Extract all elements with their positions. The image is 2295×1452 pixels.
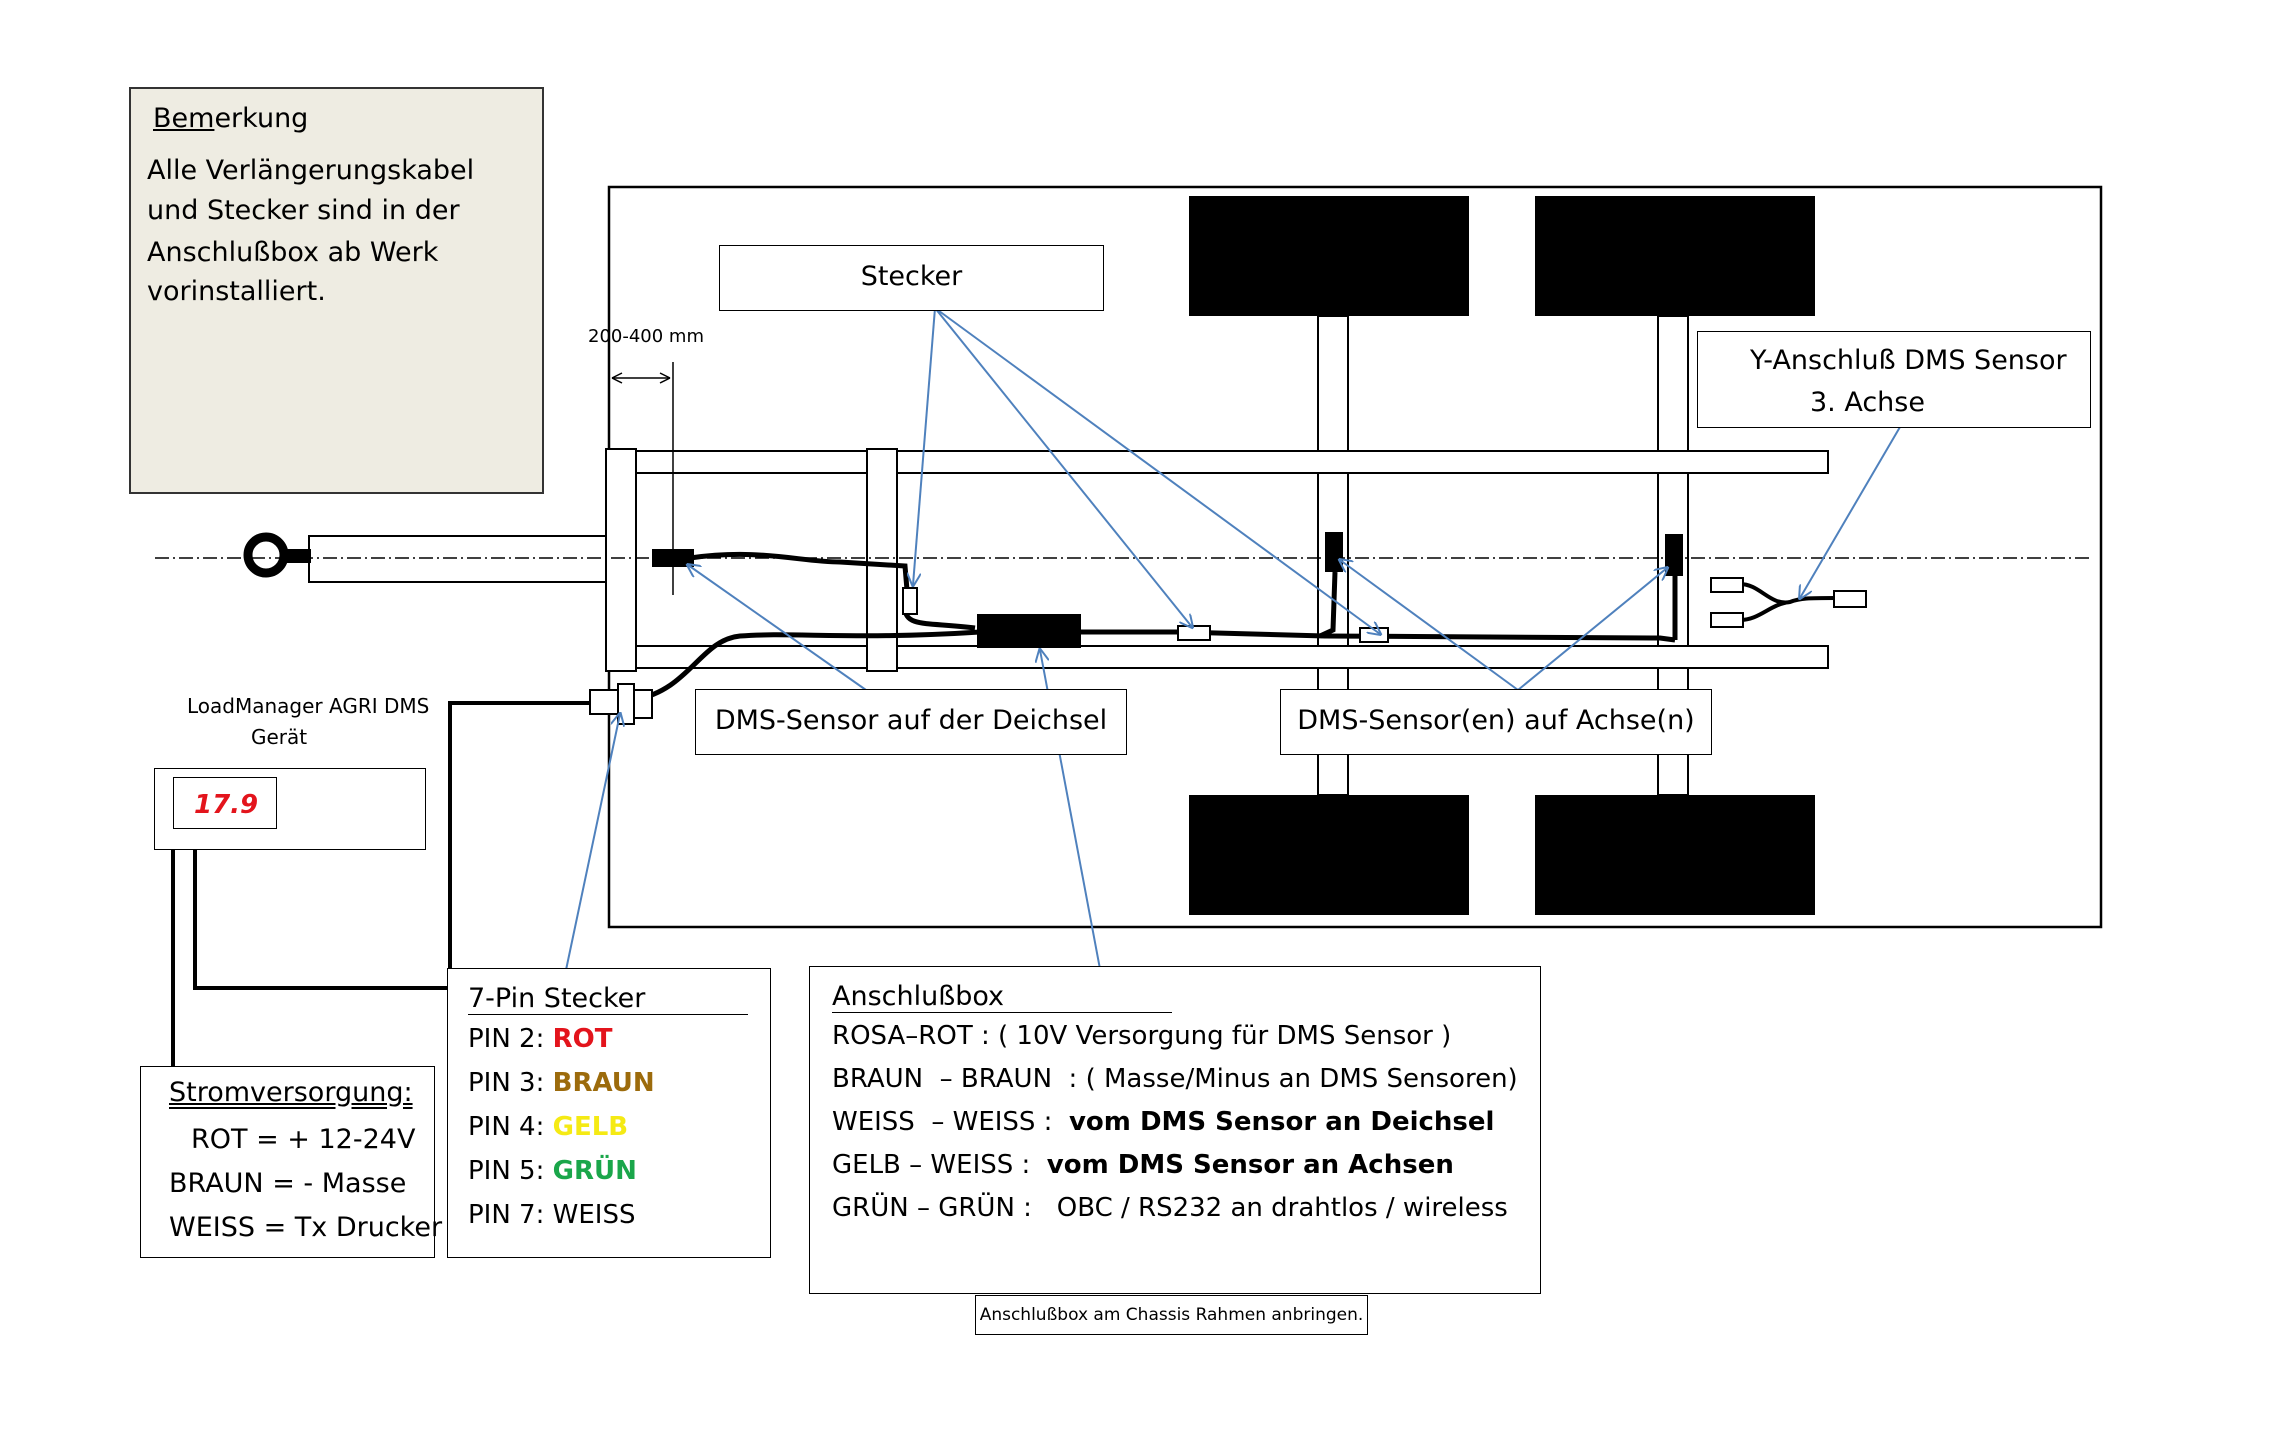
pin-row: PIN 5: GRÜN (468, 1156, 637, 1186)
pin-label: PIN 3: (468, 1068, 553, 1098)
pins-title-underline (468, 1014, 748, 1015)
pin-row: PIN 3: BRAUN (468, 1068, 655, 1098)
sensor-axle-rear (1665, 534, 1683, 576)
wire-pair: GELB – WEISS : (832, 1150, 1047, 1180)
pin-color-name: WEISS (552, 1200, 636, 1230)
anschlussbox-title: Anschlußbox (832, 981, 1005, 1012)
power-line-3: WEISS = Tx Drucker (169, 1212, 443, 1243)
dms-deichsel-label: DMS-Sensor auf der Deichsel (714, 705, 1108, 736)
dms-achsen-label: DMS-Sensor(en) auf Achse(n) (1297, 705, 1695, 736)
remark-line-4: vorinstalliert. (147, 276, 326, 307)
device-title-line-2: Gerät (251, 725, 308, 749)
sensor-axle-front (1325, 532, 1343, 572)
remark-line-2: und Stecker sind in der (147, 195, 460, 226)
wire-pair: ROSA–ROT : (832, 1021, 999, 1051)
pins-title: 7-Pin Stecker (468, 983, 646, 1014)
stecker-callout: Stecker (719, 245, 1104, 311)
pin-row: PIN 4: GELB (468, 1112, 628, 1142)
anschlussbox-row: WEISS – WEISS : vom DMS Sensor an Deichs… (832, 1107, 1494, 1137)
junction-box (977, 614, 1081, 648)
wire-description: ( Masse/Minus an DMS Sensoren) (1085, 1064, 1518, 1094)
y-anschluss-line-1: Y-Anschluß DMS Sensor (1750, 345, 2067, 376)
front-crossmember (605, 448, 637, 672)
display-value: 17.9 (194, 790, 259, 820)
anschlussbox-box: Anschlußbox ROSA–ROT : ( 10V Versorgung … (809, 966, 1541, 1294)
pin-color-name: BRAUN (552, 1068, 655, 1098)
wire-description: ( 10V Versorgung für DMS Sensor ) (998, 1021, 1452, 1051)
anschlussbox-row: GELB – WEISS : vom DMS Sensor an Achsen (832, 1150, 1454, 1180)
remark-line-1: Alle Verlängerungskabel (147, 155, 475, 186)
wire-description: vom DMS Sensor an Deichsel (1068, 1107, 1495, 1137)
y-connector-out (1833, 590, 1867, 608)
wheel-front-top (1189, 196, 1469, 316)
y-anschluss-callout: Y-Anschluß DMS Sensor 3. Achse (1697, 331, 2091, 428)
wheel-front-bottom (1189, 795, 1469, 915)
wheel-rear-bottom (1535, 795, 1815, 915)
pin-label: PIN 7: (468, 1200, 553, 1230)
stecker-label: Stecker (860, 261, 963, 292)
anschlussbox-note-box: Anschlußbox am Chassis Rahmen anbringen. (975, 1295, 1368, 1335)
wire-pair: BRAUN – BRAUN : (832, 1064, 1086, 1094)
wheel-rear-top (1535, 196, 1815, 316)
y-connector-bottom (1710, 612, 1744, 628)
power-supply-box: Stromversorgung: ROT = + 12-24V BRAUN = … (140, 1066, 442, 1258)
anschlussbox-row: BRAUN – BRAUN : ( Masse/Minus an DMS Sen… (832, 1064, 1518, 1094)
anschlussbox-row: ROSA–ROT : ( 10V Versorgung für DMS Sens… (832, 1021, 1451, 1051)
dms-deichsel-callout: DMS-Sensor auf der Deichsel (695, 689, 1127, 755)
dms-achsen-callout: DMS-Sensor(en) auf Achse(n) (1280, 689, 1712, 755)
wire-pair: WEISS – WEISS : (832, 1107, 1069, 1137)
pin-color-name: ROT (552, 1024, 613, 1054)
anschlussbox-title-underline (832, 1012, 1172, 1013)
remark-line-3: Anschlußbox ab Werk (147, 237, 439, 268)
cable-deichsel (689, 551, 910, 591)
anschlussbox-note: Anschlußbox am Chassis Rahmen anbringen. (979, 1305, 1364, 1325)
pin-label: PIN 4: (468, 1112, 553, 1142)
pin-row: PIN 7: WEISS (468, 1200, 635, 1230)
sensor-deichsel (652, 549, 694, 567)
dimension-label: 200-400 mm (588, 326, 704, 347)
pin-label: PIN 2: (468, 1024, 553, 1054)
loadmanager-device: 17.9 (154, 768, 426, 850)
pin-color-name: GELB (552, 1112, 629, 1142)
wire-device-plug (448, 701, 590, 972)
pin-label: PIN 5: (468, 1156, 553, 1186)
y-anschluss-line-2: 3. Achse (1810, 387, 1925, 418)
power-title: Stromversorgung: (169, 1077, 413, 1108)
wire-device-pins (193, 850, 450, 990)
device-display: 17.9 (173, 777, 277, 829)
pin-color-name: GRÜN (552, 1156, 637, 1186)
power-line-1: ROT = + 12-24V (191, 1124, 416, 1155)
remark-title: Bemerkung (153, 103, 309, 134)
y-connector-top (1710, 577, 1744, 593)
connector-1 (902, 587, 918, 615)
drawbar (308, 535, 608, 583)
wire-description: OBC / RS232 an drahtlos / wireless (1056, 1193, 1508, 1223)
pin-row: PIN 2: ROT (468, 1024, 613, 1054)
seven-pin-plug (589, 689, 619, 715)
wire-pair: GRÜN – GRÜN : (832, 1193, 1057, 1223)
rail-top (605, 450, 1829, 474)
rail-bottom (605, 645, 1829, 669)
connector-2 (1177, 625, 1211, 641)
device-title-line-1: LoadManager AGRI DMS (187, 694, 430, 718)
wire-description: vom DMS Sensor an Achsen (1046, 1150, 1454, 1180)
hitch-eye (243, 532, 289, 578)
anschlussbox-row: GRÜN – GRÜN : OBC / RS232 an drahtlos / … (832, 1193, 1508, 1223)
cable-y (1739, 582, 1836, 622)
power-line-2: BRAUN = - Masse (169, 1168, 407, 1199)
remark-box: Bemerkung Alle Verlängerungskabel und St… (129, 87, 544, 494)
